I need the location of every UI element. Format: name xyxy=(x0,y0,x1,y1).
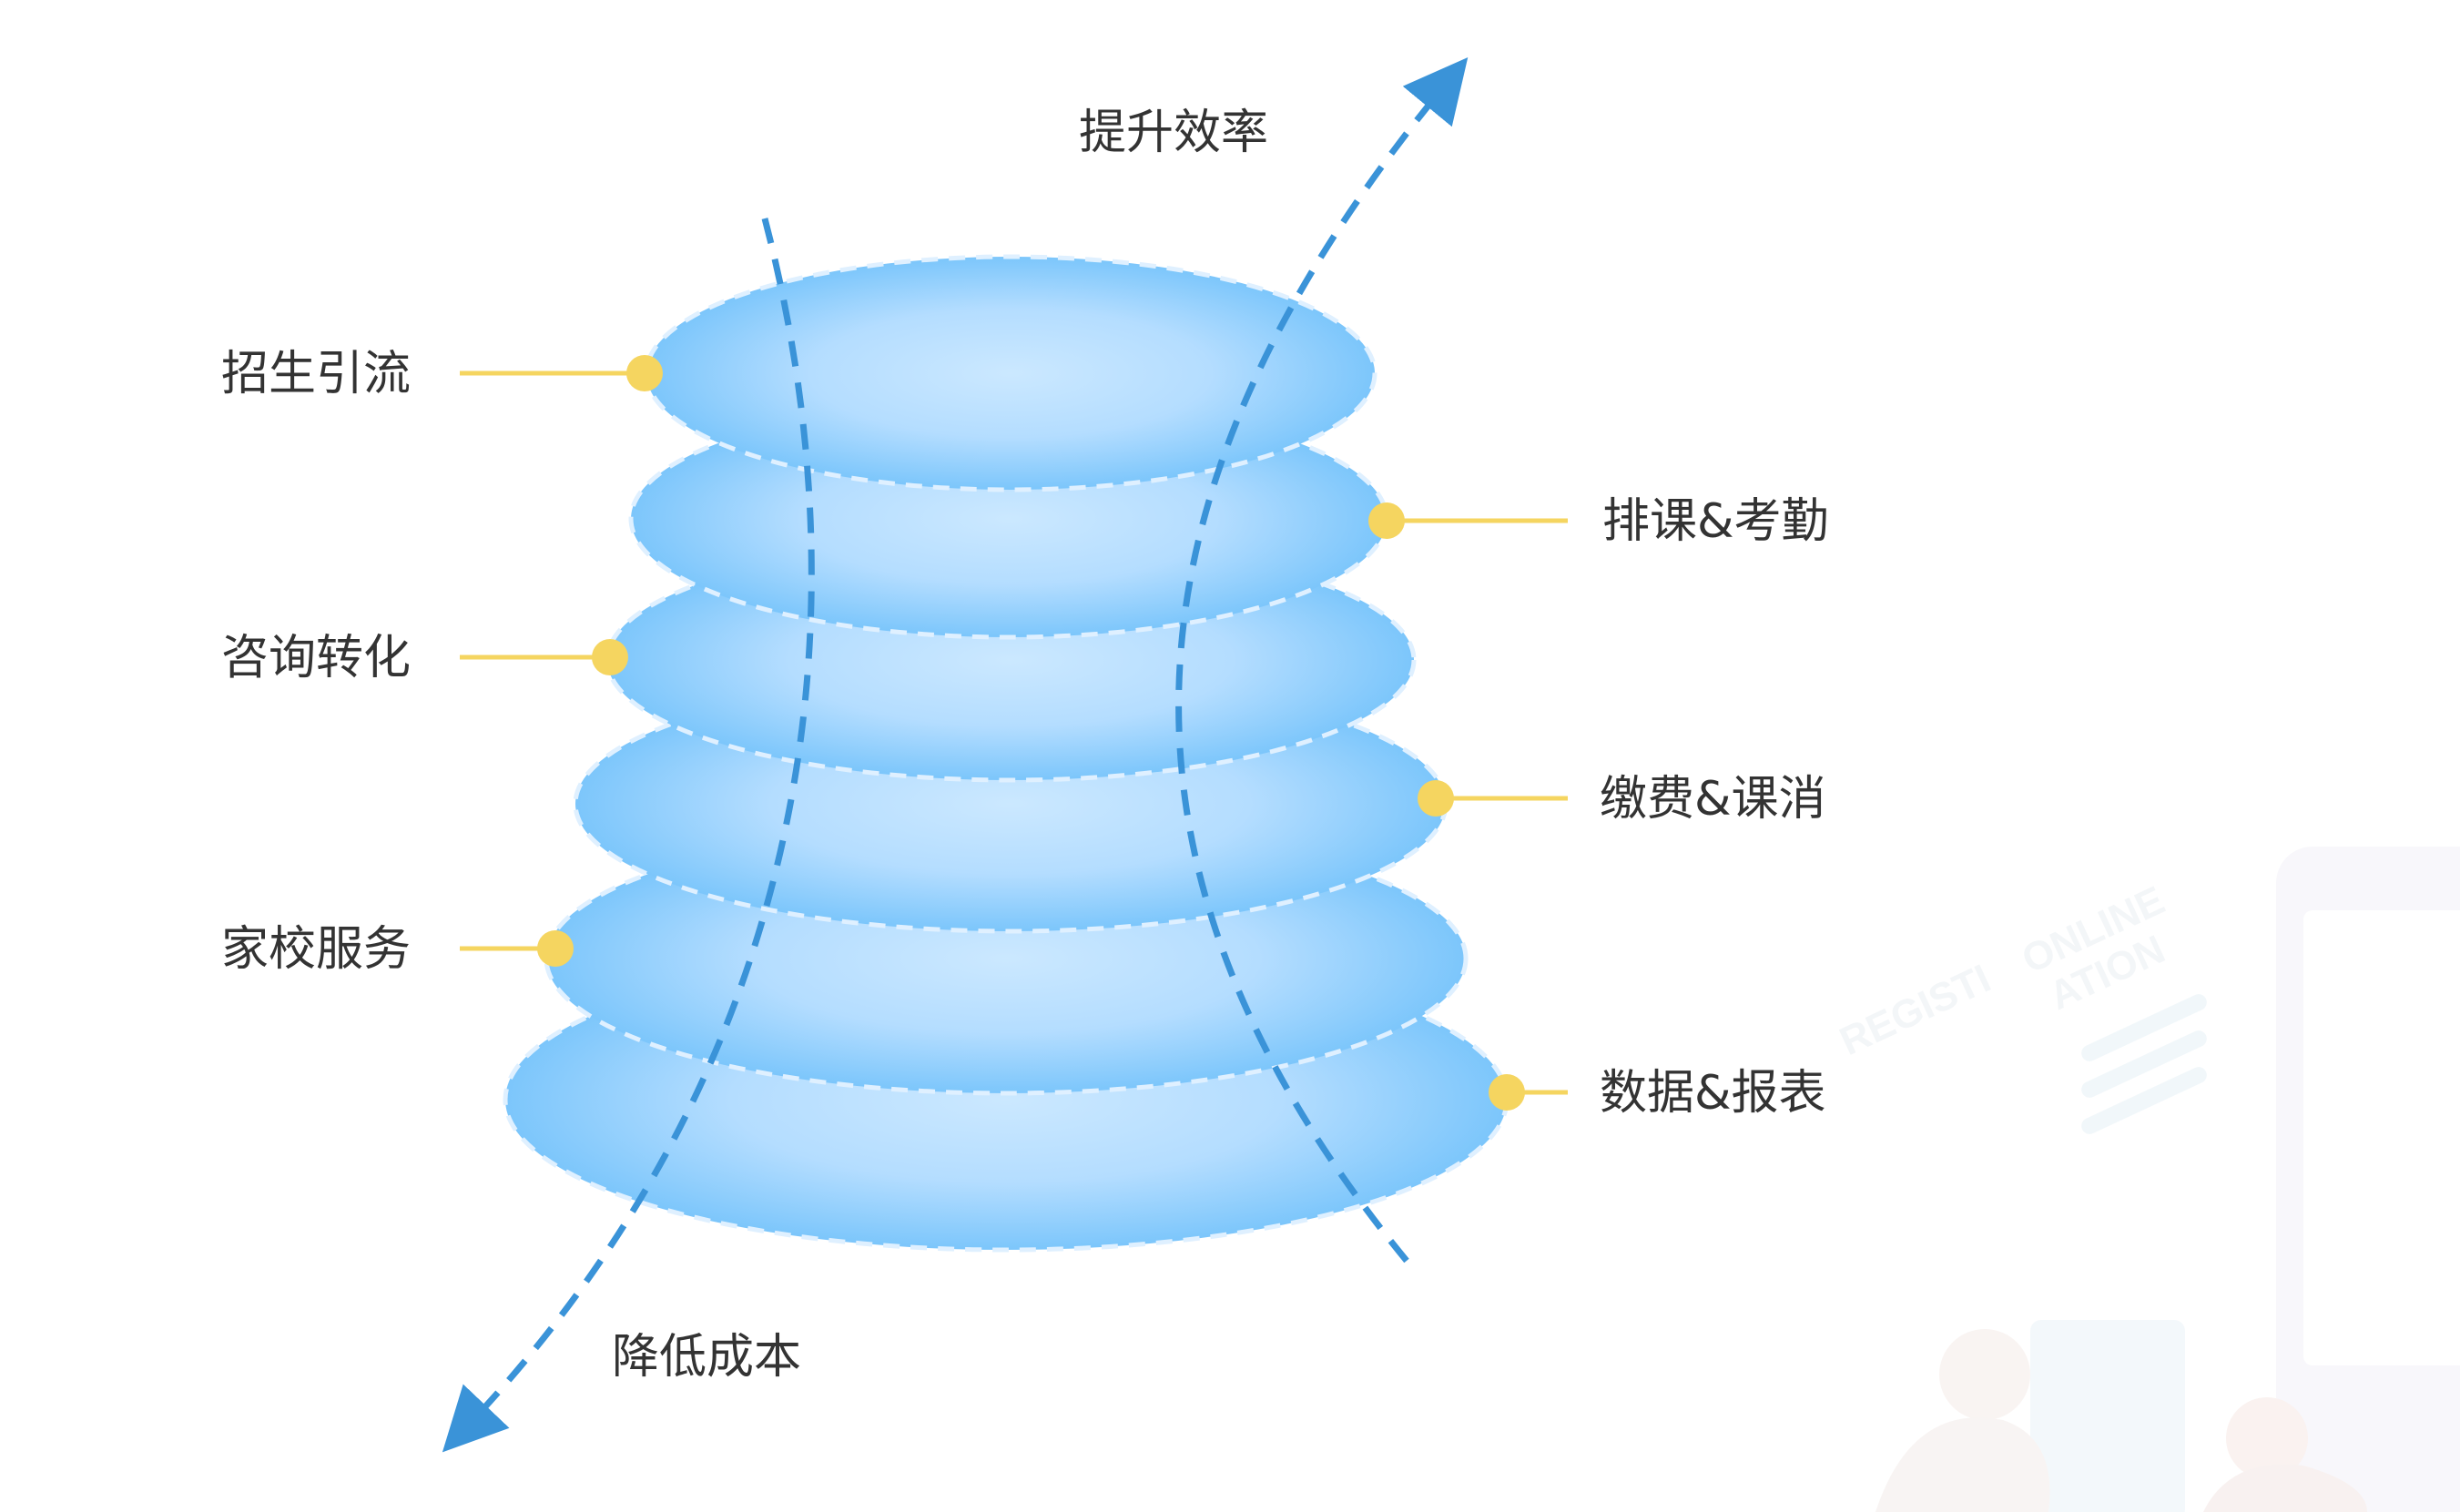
item-label-consulting: 咨询转化 xyxy=(221,631,411,685)
cost-label: 降低成本 xyxy=(612,1330,801,1385)
watermark-text: REGISTI xyxy=(1834,956,1997,1064)
efficiency-arrow xyxy=(1175,56,1469,1263)
right-items: 排课&考勤 缴费&课消 数据&报表 xyxy=(1368,494,1829,1121)
cost-arrow xyxy=(442,218,815,1453)
connector-dot xyxy=(592,639,628,675)
item-label-home-school: 家校服务 xyxy=(221,922,411,977)
connector-dot xyxy=(1418,780,1454,817)
connector-dot xyxy=(1489,1074,1525,1111)
connector-dot xyxy=(537,930,574,967)
connector-dot xyxy=(1368,502,1405,539)
efficiency-label: 提升效率 xyxy=(1079,106,1268,160)
left-items: 招生引流 咨询转化 家校服务 xyxy=(221,347,663,977)
disc-layer-1 xyxy=(644,254,1377,492)
connector-dot xyxy=(626,355,663,391)
disc-stack xyxy=(503,254,1510,1253)
item-label-data-report: 数据&报表 xyxy=(1600,1066,1826,1121)
item-label-scheduling: 排课&考勤 xyxy=(1602,494,1829,549)
item-label-payment: 缴费&课消 xyxy=(1600,772,1826,827)
item-label-recruitment: 招生引流 xyxy=(221,347,411,401)
background-illustration: REGISTI ONLINE ATION xyxy=(1834,847,2460,1512)
